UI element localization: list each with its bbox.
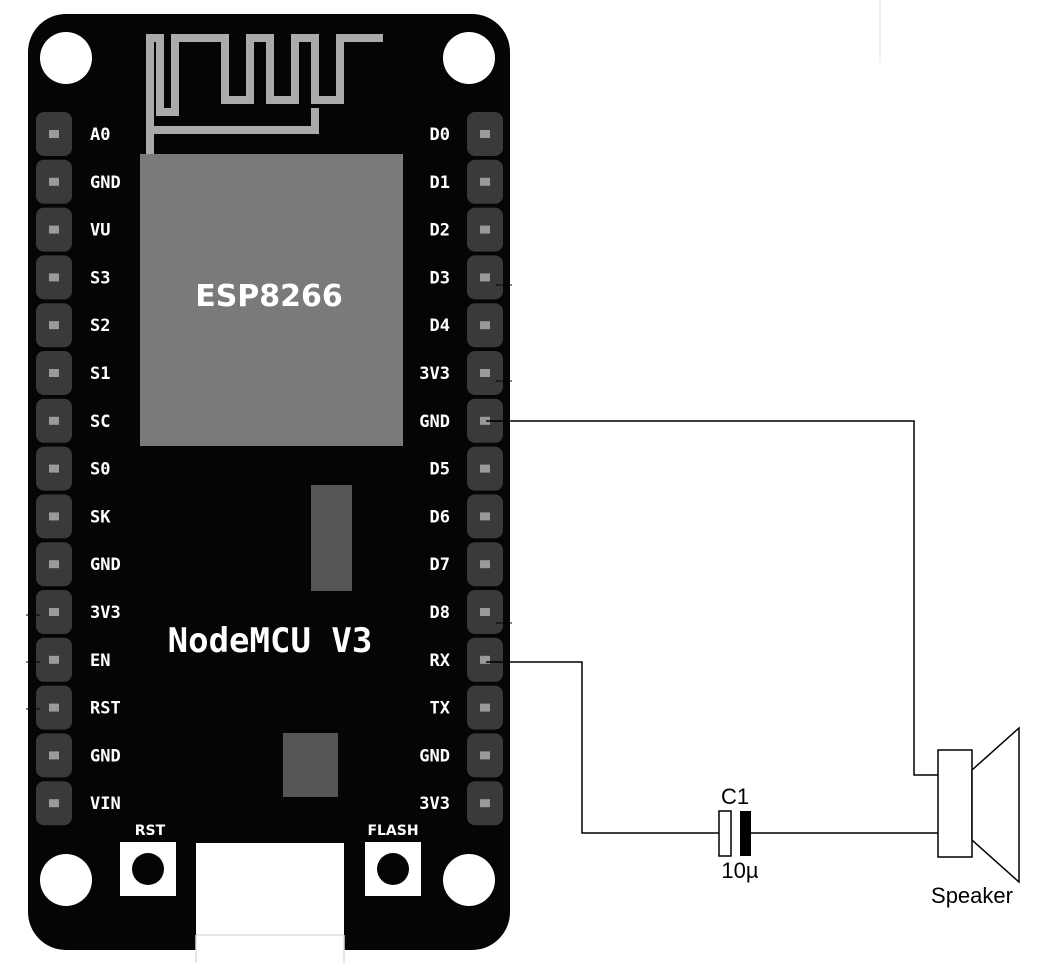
pin-label: 3V3	[419, 794, 450, 814]
pin-label: S0	[90, 460, 110, 480]
pin-left-s0	[49, 464, 59, 473]
pin-right-d4	[480, 321, 490, 330]
pin-label: D5	[430, 460, 450, 480]
pin-right-3v3	[480, 369, 490, 377]
pin-right-tx	[480, 703, 490, 712]
pin-label: D4	[430, 316, 450, 336]
pin-label: S3	[90, 268, 110, 288]
pin-label: EN	[90, 651, 110, 671]
pin-left-3v3	[49, 608, 59, 616]
pin-label: GND	[90, 173, 121, 193]
pin-label: D6	[430, 507, 450, 527]
pin-left-sk	[49, 512, 59, 521]
pin-label: RST	[90, 699, 121, 719]
pin-right-rx	[480, 655, 490, 664]
pin-label: S1	[90, 364, 110, 384]
capacitor-value: 10µ	[721, 858, 758, 883]
pin-label: SK	[90, 507, 111, 527]
chip-label: ESP8266	[195, 279, 343, 314]
pin-right-d0	[480, 130, 490, 138]
pin-left-gnd	[49, 560, 59, 569]
pin-label: D3	[430, 268, 450, 288]
pin-label: D7	[430, 555, 450, 575]
mounting-hole	[40, 854, 92, 906]
pin-left-vin	[49, 799, 59, 808]
mounting-hole	[443, 854, 495, 906]
wifi-antenna-trace	[146, 34, 383, 158]
voltage-regulator	[311, 485, 352, 591]
wifi-antenna-trace	[150, 108, 319, 134]
pin-label: D1	[430, 173, 450, 193]
pin-label: GND	[419, 412, 450, 432]
pin-left-s1	[49, 369, 59, 377]
pin-label: S2	[90, 316, 110, 336]
rx-wire	[486, 661, 719, 834]
pin-label: D2	[430, 221, 450, 241]
pin-label: TX	[430, 699, 451, 719]
pin-left-s3	[49, 273, 59, 282]
usb-serial-chip	[283, 733, 338, 797]
pin-label: GND	[419, 746, 450, 766]
mounting-hole	[40, 32, 92, 84]
esp8266-chip	[140, 154, 403, 446]
board-title: NodeMCU V3	[168, 621, 373, 661]
gnd-wire	[486, 420, 940, 776]
pin-label: VIN	[90, 794, 121, 814]
speaker-body	[937, 749, 973, 858]
pin-label: RX	[430, 651, 451, 671]
pin-right-gnd	[480, 416, 490, 425]
pin-label: GND	[90, 555, 121, 575]
rst-button-label: RST	[135, 823, 166, 839]
capacitor-name: C1	[721, 784, 749, 809]
pin-right-d1	[480, 177, 490, 186]
pin-right-d8	[480, 608, 490, 616]
pin-left-vu	[49, 225, 59, 234]
pin-left-sc	[49, 416, 59, 425]
flash-button-cap	[377, 853, 409, 885]
pin-label: D8	[430, 603, 450, 623]
pin-right-gnd	[480, 751, 490, 760]
pin-left-a0	[49, 130, 59, 138]
pin-label: 3V3	[419, 364, 450, 384]
pin-right-d3	[480, 273, 490, 282]
capacitor-plate-positive	[718, 810, 732, 857]
speaker-label: Speaker	[931, 883, 1013, 908]
capacitor-plate-negative	[740, 811, 751, 856]
pin-label: D0	[430, 125, 450, 145]
pin-left-gnd	[49, 751, 59, 760]
pin-label: GND	[90, 746, 121, 766]
pin-left-rst	[49, 703, 59, 712]
pin-left-en	[49, 655, 59, 664]
rst-button-cap	[132, 853, 164, 885]
usb-connector	[196, 843, 344, 963]
pin-label: SC	[90, 412, 110, 432]
pin-right-d7	[480, 560, 490, 569]
speaker-cone	[971, 726, 1020, 884]
pin-right-d5	[480, 464, 490, 473]
pin-right-3v3	[480, 799, 490, 808]
pin-label: 3V3	[90, 603, 121, 623]
pin-right-d2	[480, 225, 490, 234]
pin-left-gnd	[49, 177, 59, 186]
pin-label: A0	[90, 125, 110, 145]
pin-right-d6	[480, 512, 490, 521]
flash-button-label: FLASH	[367, 823, 418, 839]
pin-label: VU	[90, 221, 110, 241]
pin-left-s2	[49, 321, 59, 330]
mounting-hole	[443, 32, 495, 84]
